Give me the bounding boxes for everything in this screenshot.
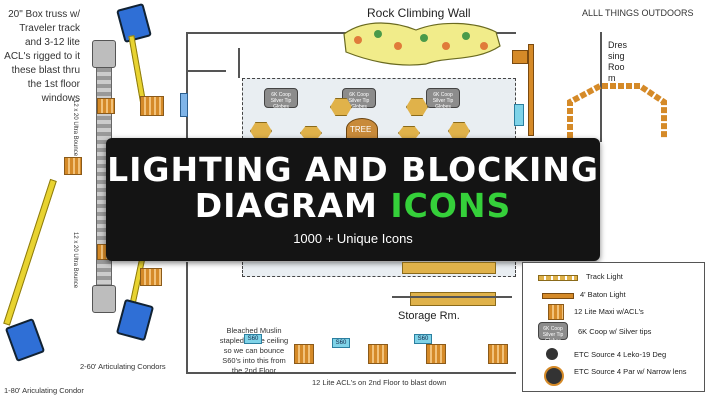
- truss-acl-1: [97, 98, 115, 114]
- storage-shelf-bottom: [410, 292, 496, 306]
- baton-light-icon: [542, 293, 574, 299]
- window: [180, 93, 188, 117]
- floor2-acl-1: [294, 344, 314, 364]
- condor-80-note: 1-80' Ariculating Condor: [4, 386, 84, 395]
- coop-light-1: 6K Coop Silver Tip Globes: [264, 88, 298, 110]
- legend-item-track: Track Light: [528, 270, 698, 284]
- legend-label-maxi: 12 Lite Maxi w/ACL's: [574, 307, 644, 316]
- dressing-room-label: Dressing Room: [608, 40, 628, 83]
- banner-subtitle: 1000 + Unique Icons: [293, 231, 413, 246]
- tree-label: TREE: [350, 125, 372, 134]
- floor2-acl-2: [368, 344, 388, 364]
- hex-table-4: [406, 98, 428, 116]
- banner-line-2: DIAGRAM ICONS: [106, 186, 600, 225]
- condor-60: [115, 298, 155, 342]
- condor-80-arm: [3, 178, 57, 326]
- banner-line-1: LIGHTING AND BLOCKING: [107, 150, 599, 189]
- right-pillar: [512, 50, 528, 64]
- legend-item-leko: ETC Source 4 Leko-19 Deg: [528, 347, 698, 363]
- outer-wall-left: [186, 32, 188, 142]
- platform-edge: [528, 44, 534, 136]
- truss-end-bottom: [92, 285, 116, 313]
- legend-label-coop: 6K Coop w/ Silver tips: [578, 327, 652, 336]
- inner-wall-b: [238, 48, 240, 78]
- legend-item-maxi: 12 Lite Maxi w/ACL's: [528, 303, 698, 321]
- condor-top-acl: [140, 96, 164, 116]
- s60-fixture-3: S60: [414, 334, 432, 344]
- legend-item-par: ETC Source 4 Par w/ Narrow lens: [528, 364, 698, 388]
- legend-label-leko: ETC Source 4 Leko-19 Deg: [574, 350, 667, 359]
- storage-shelf-top: [402, 262, 496, 274]
- banner-line-2-main: DIAGRAM: [194, 186, 378, 225]
- gazebo: [567, 83, 667, 138]
- outer-wall-bottom: [186, 372, 516, 374]
- rock-wall-title: Rock Climbing Wall: [367, 6, 471, 20]
- condors-60-note: 2-60' Articulating Condors: [80, 362, 166, 371]
- floor2-acl-4: [488, 344, 508, 364]
- maxi-light-icon: [548, 304, 564, 320]
- leko-icon: [546, 348, 558, 360]
- s60-fixture-2: S60: [332, 338, 350, 348]
- floor2-acl-3: [426, 344, 446, 364]
- dressing-room-wall: [600, 36, 602, 112]
- banner-line-2-accent: ICONS: [390, 186, 512, 225]
- par-icon: [544, 366, 564, 386]
- condor-60-acl: [140, 268, 162, 286]
- truss-end-top: [92, 40, 116, 68]
- storage-label: Storage Rm.: [398, 310, 460, 322]
- bounce-lower-label: 12 x 20 Ultra Bounce: [72, 232, 78, 289]
- acl-2nd-floor-note: 12 Lite ACL's on 2nd Floor to blast down: [312, 378, 447, 387]
- coop-light-icon: 6K Coop Silver Tip Globes: [538, 322, 568, 344]
- track-light-icon: [538, 275, 578, 281]
- legend-label-track: Track Light: [586, 272, 623, 281]
- s60-fixture-1: S60: [244, 334, 262, 344]
- outer-wall-left-low: [186, 262, 188, 372]
- hex-table-3: [330, 98, 352, 116]
- brand-label: ALLL THINGS OUTDOORS: [582, 8, 694, 18]
- legend-label-baton: 4' Baton Light: [580, 290, 626, 299]
- legend-item-coop: 6K Coop Silver Tip Globes 6K Coop w/ Sil…: [528, 322, 698, 344]
- left-acl: [64, 157, 82, 175]
- storage-wall: [392, 296, 512, 298]
- legend-label-par: ETC Source 4 Par w/ Narrow lens: [574, 367, 687, 376]
- condor-80: [4, 317, 46, 363]
- vertical-label-box: [514, 104, 524, 126]
- coop-light-3: 6K Coop Silver Tip Globes: [426, 88, 460, 110]
- legend-item-baton: 4' Baton Light: [528, 288, 698, 302]
- title-banner: LIGHTING AND BLOCKING DIAGRAM ICONS 1000…: [106, 138, 600, 261]
- rock-wall: [343, 22, 501, 66]
- truss-note: 20" Box truss w/ Traveler track and 3-12…: [4, 9, 80, 104]
- inner-wall-a: [186, 70, 226, 72]
